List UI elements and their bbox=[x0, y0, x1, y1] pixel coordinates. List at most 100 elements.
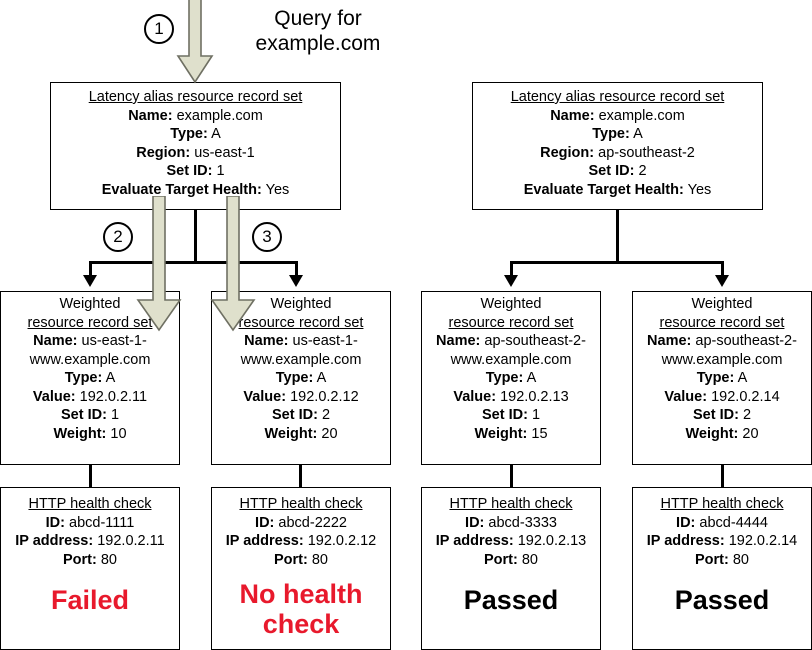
health-3-ip-value: 192.0.2.13 bbox=[517, 533, 587, 549]
latency-1-field-region: Region: us-east-1 bbox=[51, 144, 340, 163]
weighted-4-name-key: Name: bbox=[647, 333, 692, 349]
weighted-4-value-value: 192.0.2.14 bbox=[711, 388, 780, 405]
flow-arrow-2-icon bbox=[136, 196, 182, 332]
latency-1-field-setid-value: 1 bbox=[216, 163, 225, 179]
weighted-3-weight-key: Weight: bbox=[474, 425, 528, 442]
weighted-2-setid-key: Set ID: bbox=[271, 407, 318, 423]
weighted-4-name-line2: www.example.com bbox=[661, 351, 783, 368]
weighted-3-value-value: 192.0.2.13 bbox=[500, 388, 569, 405]
health-check-3: HTTP health check ID: abcd-3333 IP addre… bbox=[421, 487, 601, 650]
health-3-id-key: ID: bbox=[465, 514, 485, 531]
weighted-2-name: Name: us-east-1- bbox=[212, 332, 390, 351]
weighted-4-weight-key: Weight: bbox=[685, 425, 739, 442]
health-2-status: No health check bbox=[212, 579, 390, 639]
latency-2-field-region-key: Region: bbox=[540, 144, 595, 161]
health-3-port-key: Port: bbox=[483, 551, 518, 568]
health-2-header: HTTP health check bbox=[239, 496, 363, 512]
weighted-1-header-line2: resource record set bbox=[27, 314, 153, 331]
weighted-1-header-line1: Weighted bbox=[59, 296, 121, 312]
latency-2-field-setid: Set ID: 2 bbox=[473, 162, 762, 181]
connector-health-2 bbox=[299, 464, 302, 488]
weighted-3-name-key: Name: bbox=[436, 333, 481, 349]
latency-1-field-name-key: Name: bbox=[128, 107, 173, 124]
weighted-2-weight-value: 20 bbox=[321, 425, 338, 442]
weighted-1-value-key: Value: bbox=[32, 388, 76, 405]
connector-health-4 bbox=[721, 464, 724, 488]
health-2-port: Port: 80 bbox=[212, 551, 390, 570]
query-label-line2: example.com bbox=[255, 32, 381, 55]
connector-right-trunk bbox=[616, 210, 619, 262]
connector-right-bar bbox=[510, 261, 723, 264]
weighted-3-type-key: Type: bbox=[485, 370, 524, 386]
weighted-3-weight: Weight: 15 bbox=[422, 425, 600, 444]
health-1-id-value: abcd-1111 bbox=[69, 514, 135, 531]
health-check-2: HTTP health check ID: abcd-2222 IP addre… bbox=[211, 487, 391, 650]
weighted-3-name: Name: ap-southeast-2- bbox=[422, 332, 600, 351]
weighted-record-set-1: Weighted resource record set Name: us-ea… bbox=[0, 291, 180, 465]
latency-1-field-region-key: Region: bbox=[136, 144, 191, 161]
weighted-4-value: Value: 192.0.2.14 bbox=[633, 388, 811, 407]
weighted-1-name: Name: us-east-1- bbox=[1, 332, 179, 351]
health-2-status-line1: No health bbox=[239, 579, 363, 609]
weighted-2-name-key: Name: bbox=[244, 333, 289, 349]
weighted-4-name-line1: ap-southeast-2- bbox=[695, 333, 797, 349]
health-1-ip-value: 192.0.2.11 bbox=[97, 533, 165, 549]
latency-1-field-name-value: example.com bbox=[176, 107, 263, 124]
weighted-1-value-value: 192.0.2.11 bbox=[79, 388, 148, 405]
latency-2-field-type-value: A bbox=[633, 126, 643, 142]
health-2-ip-value: 192.0.2.12 bbox=[307, 533, 377, 549]
health-4-ip: IP address: 192.0.2.14 bbox=[633, 532, 811, 551]
weighted-4-type-value: A bbox=[737, 370, 748, 386]
weighted-3-setid-value: 1 bbox=[531, 407, 541, 423]
health-2-status-line2: check bbox=[262, 609, 340, 639]
health-check-4: HTTP health check ID: abcd-4444 IP addre… bbox=[632, 487, 812, 650]
health-2-port-value: 80 bbox=[311, 551, 328, 568]
health-2-ip-key: IP address: bbox=[225, 533, 304, 549]
weighted-record-set-3: Weighted resource record set Name: ap-so… bbox=[421, 291, 601, 465]
health-4-ip-key: IP address: bbox=[646, 533, 725, 549]
weighted-1-weight: Weight: 10 bbox=[1, 425, 179, 444]
weighted-3-header-line2: resource record set bbox=[448, 314, 574, 331]
connector-health-1 bbox=[89, 464, 92, 488]
weighted-2-name-line1: us-east-1- bbox=[292, 333, 358, 349]
weighted-1-setid: Set ID: 1 bbox=[1, 406, 179, 425]
step-number-1: 1 bbox=[144, 14, 174, 44]
health-3-ip-key: IP address: bbox=[435, 533, 514, 549]
health-2-id-key: ID: bbox=[255, 514, 275, 531]
health-1-port: Port: 80 bbox=[1, 551, 179, 570]
latency-2-field-setid-value: 2 bbox=[638, 163, 647, 179]
health-4-port-value: 80 bbox=[732, 551, 749, 568]
weighted-4-weight-value: 20 bbox=[742, 425, 759, 442]
weighted-2-weight: Weight: 20 bbox=[212, 425, 390, 444]
health-3-port-value: 80 bbox=[521, 551, 538, 568]
weighted-1-weight-key: Weight: bbox=[53, 425, 107, 442]
latency-1-field-setid: Set ID: 1 bbox=[51, 162, 340, 181]
weighted-3-header-line1: Weighted bbox=[480, 296, 542, 312]
latency-2-field-eth-value: Yes bbox=[687, 181, 712, 198]
weighted-4-weight: Weight: 20 bbox=[633, 425, 811, 444]
health-2-port-key: Port: bbox=[273, 551, 308, 568]
weighted-2-weight-key: Weight: bbox=[264, 425, 318, 442]
health-1-ip: IP address: 192.0.2.11 bbox=[1, 532, 179, 551]
arrowhead-right-2-icon bbox=[715, 275, 729, 287]
latency-1-field-name: Name: example.com bbox=[51, 107, 340, 126]
weighted-1-weight-value: 10 bbox=[110, 425, 127, 442]
latency-1-field-type-key: Type: bbox=[170, 126, 208, 142]
arrowhead-left-1-icon bbox=[83, 275, 97, 287]
weighted-record-set-4: Weighted resource record set Name: ap-so… bbox=[632, 291, 812, 465]
health-1-id: ID: abcd-1111 bbox=[1, 514, 179, 533]
health-1-port-key: Port: bbox=[62, 551, 97, 568]
health-4-ip-value: 192.0.2.14 bbox=[728, 533, 798, 549]
step-number-2: 2 bbox=[103, 222, 133, 252]
flow-arrow-1-icon bbox=[176, 0, 214, 84]
latency-2-field-eth: Evaluate Target Health: Yes bbox=[473, 181, 762, 200]
weighted-3-setid-key: Set ID: bbox=[481, 407, 528, 423]
health-1-status: Failed bbox=[50, 585, 130, 615]
connector-right-branch-2 bbox=[721, 261, 724, 283]
step-number-3: 3 bbox=[252, 222, 282, 252]
weighted-1-name-line2: www.example.com bbox=[29, 351, 151, 368]
latency-2-field-eth-key: Evaluate Target Health: bbox=[523, 181, 684, 198]
weighted-1-type-key: Type: bbox=[64, 370, 103, 386]
weighted-4-header-line1: Weighted bbox=[691, 296, 753, 312]
